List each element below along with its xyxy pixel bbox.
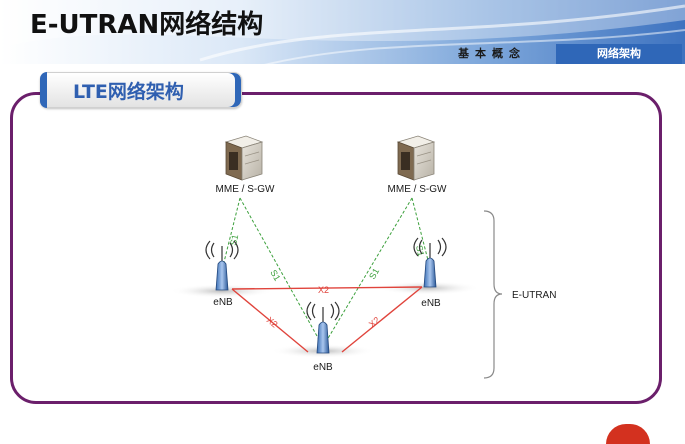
- lte-network-diagram: S1 S1 S1 S1 X2 X2 X2 MME / S-GW MME / S-…: [170, 135, 556, 379]
- section-label: LTE网络架构: [40, 72, 242, 108]
- enb-right-label: eNB: [421, 298, 441, 309]
- enb-bottom-antenna-icon: [306, 301, 340, 354]
- eutran-label: E-UTRAN: [512, 290, 556, 301]
- enb-left-antenna-icon: [205, 240, 239, 291]
- tab-network-architecture[interactable]: 网络架构: [556, 44, 682, 64]
- mme-right-server-icon: [396, 135, 436, 181]
- enb-right-antenna-icon: [413, 237, 447, 288]
- section-accent-bar: [40, 72, 47, 108]
- x2-label-right: X2: [367, 315, 382, 330]
- x2-link-left: [231, 288, 309, 353]
- enb-bottom-label: eNB: [313, 362, 333, 373]
- s1-label-1: S1: [228, 234, 240, 247]
- s1-label-2: S1: [268, 268, 282, 283]
- mme-left-label: MME / S-GW: [216, 184, 275, 195]
- s1-label-3: S1: [367, 266, 381, 281]
- s1-link-right-bottom: [323, 197, 413, 346]
- mme-left-server-icon: [224, 135, 264, 181]
- s1-link-right-right: [411, 197, 431, 269]
- enb-left-shadow: [170, 284, 274, 298]
- x2-label-top: X2: [318, 285, 329, 295]
- enb-left-label: eNB: [213, 297, 233, 308]
- s1-link-left-left: [221, 197, 241, 271]
- s1-link-left-bottom: [239, 197, 323, 346]
- enb-right-shadow: [376, 281, 480, 295]
- mme-right-label: MME / S-GW: [388, 184, 447, 195]
- page-title: E-UTRAN网络结构: [30, 10, 264, 40]
- x2-link-top: [231, 286, 423, 290]
- tab-basic-concepts[interactable]: 基本概念: [458, 47, 526, 60]
- eutran-brace: [483, 210, 503, 379]
- x2-link-right: [341, 286, 423, 353]
- section-label-text: LTE网络架构: [73, 81, 184, 103]
- header-background: [0, 0, 685, 72]
